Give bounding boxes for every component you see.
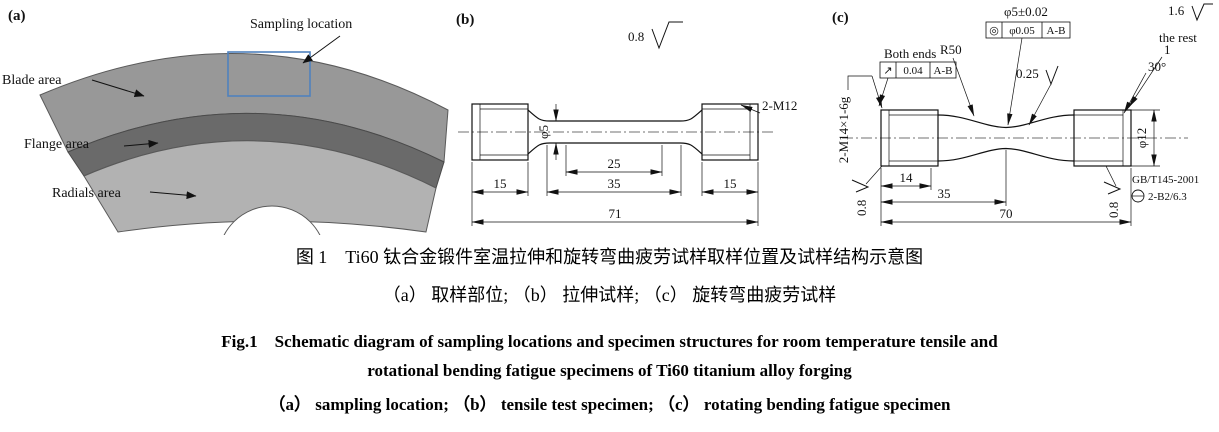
dimension-texts: 14 35 70 (900, 170, 1013, 221)
concentricity-datum: A-B (1047, 25, 1066, 37)
hourglass-top-edge (937, 114, 1075, 129)
panel-a-sampling-diagram: (a) Sampling location Blade area Flange … (2, 8, 449, 235)
waist-finish-mark: 0.25 (1016, 65, 1059, 126)
thread-finish-right-leader (1105, 165, 1117, 187)
surface-finish-mark: 0.8 (628, 21, 683, 50)
panel-a-annotations: (a) Sampling location Blade area Flange … (2, 8, 352, 201)
chamfer-length-label: 1 (1164, 42, 1171, 57)
rest-finish-mark: 1.6 the rest (1159, 3, 1213, 45)
extension-lines (880, 150, 1132, 226)
chamfer-angle-leader (1123, 72, 1147, 114)
hourglass-bottom-edge (937, 147, 1075, 162)
runout-value: 0.04 (903, 65, 923, 77)
right-grip (1073, 109, 1132, 167)
dim-gauge: 25 (608, 156, 621, 171)
caption-zh-sub: （a） 取样部位; （b） 拉伸试样; （c） 旋转弯曲疲劳试样 (382, 285, 837, 305)
both-ends-label: Both ends (884, 46, 936, 61)
blade-area-label: Blade area (2, 73, 62, 88)
left-grip (471, 103, 529, 161)
thread-finish-left-value: 0.8 (854, 200, 869, 216)
panel-c-fatigue-drawing: (c) Both ends ↗ (832, 3, 1213, 226)
dim-thread: 14 (900, 170, 914, 185)
radials-area-shape (83, 140, 437, 233)
waist-finish-value: 0.25 (1016, 66, 1039, 81)
thread-finish-left: 0.8 (851, 179, 870, 216)
dimension-lines (471, 169, 759, 225)
roughness-check-icon (1045, 65, 1059, 86)
center-hole-value: 2-B2/6.3 (1148, 191, 1187, 203)
roughness-check-icon (651, 21, 683, 50)
caption-zh-title: 图 1 Ti60 钛合金锻件室温拉伸和旋转弯曲疲劳试样取样位置及试样结构示意图 (295, 247, 924, 267)
roughness-check-icon (1191, 3, 1213, 22)
thread-spec-label: 2-M14×1-6g (836, 96, 851, 163)
left-grip (880, 109, 939, 167)
caption-en-line2: rotational bending fatigue specimens of … (367, 361, 852, 380)
dim-left-grip: 15 (494, 176, 507, 191)
runout-datum: A-B (934, 65, 953, 77)
sampling-location-label: Sampling location (250, 17, 352, 32)
gauge-bottom-edge (527, 142, 703, 155)
dim-right-grip: 15 (724, 176, 737, 191)
panel-a-label: (a) (8, 8, 26, 24)
figure-caption: 图 1 Ti60 钛合金锻件室温拉伸和旋转弯曲疲劳试样取样位置及试样结构示意图 … (0, 243, 1219, 415)
figure-panels: (a) Sampling location Blade area Flange … (2, 3, 1213, 235)
rest-finish-value: 1.6 (1168, 3, 1185, 18)
panel-c-label: (c) (832, 10, 849, 26)
annotation-arrows (91, 35, 341, 200)
flange-area-label: Flange area (24, 137, 90, 152)
sampling-arrow (302, 35, 341, 64)
bore-hole (223, 205, 321, 235)
concentricity-frame: ◎ φ0.05 A-B (985, 21, 1071, 39)
panel-b-tensile-drawing: (b) φ5 (456, 12, 797, 226)
fatigue-specimen-outline (880, 109, 1132, 167)
concentricity-value: φ0.05 (1009, 25, 1035, 37)
thread-finish-right-value: 0.8 (1106, 202, 1121, 218)
waist-leader (1007, 37, 1023, 126)
radius-label: R50 (940, 42, 962, 57)
radials-arrow (149, 191, 197, 200)
thread-and-chamfer-lines (888, 110, 1124, 166)
chamfer-angle-label: 30° (1148, 59, 1166, 74)
gauge-top-edge (527, 109, 703, 122)
thread-spec-leader (847, 75, 883, 109)
dim-overall: 70 (1000, 206, 1013, 221)
gauge-diameter-label: φ5 (536, 125, 551, 139)
grip-diameter-label: φ12 (1134, 128, 1149, 149)
the-rest-label: the rest (1159, 30, 1197, 45)
dim-to-waist: 35 (938, 186, 951, 201)
panel-b-label: (b) (456, 12, 474, 28)
thread-finish-left-leader (865, 165, 883, 185)
caption-en-sub: （a） sampling location; （b） tensile test … (268, 395, 951, 414)
center-hole-note: 2-B2/6.3 (1131, 189, 1187, 203)
center-hole-standard: GB/T145-2001 (1132, 174, 1199, 186)
right-grip (701, 103, 759, 161)
waist-diameter-label: φ5±0.02 (1004, 4, 1048, 19)
dimension-texts: 25 35 15 15 71 (494, 156, 737, 221)
radius-leader (952, 57, 975, 117)
dimension-lines (880, 183, 1132, 225)
runout-frame: ↗ 0.04 A-B (879, 61, 957, 79)
caption-en-line1: Fig.1 Schematic diagram of sampling loca… (221, 332, 998, 351)
thread-finish-right: 0.8 (1103, 181, 1122, 218)
tensile-specimen-outline (471, 103, 759, 161)
flange-arrow (123, 139, 159, 148)
blade-arrow (91, 79, 145, 98)
grip-diameter-dim (1131, 109, 1160, 167)
roughness-check-icon (851, 179, 870, 193)
forging-cross-section (39, 53, 449, 235)
chamfer-length-leader (1128, 56, 1163, 108)
dim-reduced: 35 (608, 176, 621, 191)
concentricity-icon: ◎ (989, 25, 999, 37)
roughness-check-icon (1103, 181, 1122, 195)
sampling-location-box (227, 51, 311, 97)
radials-area-label: Radials area (52, 186, 122, 201)
runout-icon: ↗ (883, 65, 892, 77)
thread-spec-label: 2-M12 (762, 98, 797, 113)
surface-finish-value: 0.8 (628, 29, 644, 44)
thread-leader (740, 104, 761, 114)
dim-overall: 71 (609, 206, 622, 221)
